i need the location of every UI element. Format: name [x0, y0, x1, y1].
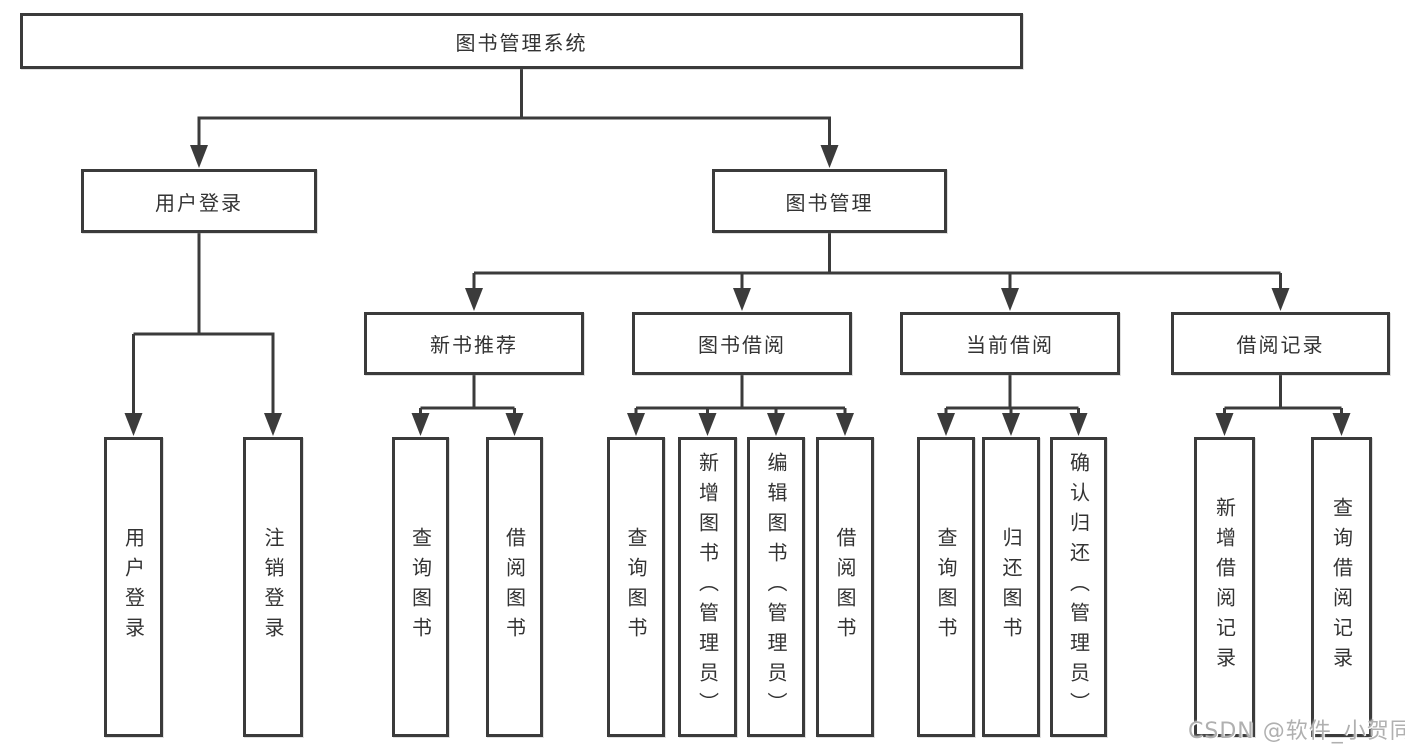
csdn-watermark: CSDN @软件_小贺同学	[1188, 719, 1405, 744]
leaf-label: 注销登录	[261, 527, 285, 647]
arrowhead-icon	[465, 288, 483, 311]
leaf-user-login: 用户登录	[104, 437, 163, 737]
leaf-label: 查询图书	[934, 527, 958, 647]
node-book-borrowing: 图书借阅	[632, 312, 852, 375]
leaf-logout: 注销登录	[243, 437, 303, 737]
arrowhead-icon	[937, 413, 955, 436]
leaf-confirm-return-admin: 确认归还（管理员）	[1050, 437, 1107, 737]
node-label: 图书管理	[785, 190, 874, 215]
leaf-label: 查询借阅记录	[1329, 497, 1354, 677]
arrowhead-icon	[1001, 288, 1019, 311]
node-user-login: 用户登录	[81, 169, 317, 233]
arrowhead-icon	[733, 288, 751, 311]
node-label: 当前借阅	[966, 333, 1054, 357]
leaf-label: 确认归还（管理员）	[1066, 452, 1091, 722]
leaf-return-books: 归还图书	[982, 437, 1040, 737]
arrowhead-icon	[1271, 288, 1290, 311]
leaf-add-borrow-record: 新增借阅记录	[1194, 437, 1255, 737]
leaf-label: 用户登录	[121, 527, 146, 647]
node-label: 用户登录	[155, 190, 243, 215]
arrowhead-icon	[411, 413, 430, 436]
leaf-query-borrow-record: 查询借阅记录	[1311, 437, 1372, 737]
arrowhead-icon	[627, 413, 645, 436]
leaf-label: 借阅图书	[833, 527, 857, 647]
node-new-book-recommendation: 新书推荐	[364, 312, 584, 375]
arrowhead-icon	[190, 145, 208, 168]
arrowhead-icon	[264, 413, 282, 436]
arrowhead-icon	[767, 413, 785, 436]
arrowheads	[124, 145, 1351, 436]
arrowhead-icon	[698, 413, 717, 436]
leaf-label: 编辑图书（管理员）	[764, 452, 788, 722]
node-book-management: 图书管理	[712, 169, 947, 233]
arrowhead-icon	[1215, 413, 1234, 436]
leaf-borrow-books: 借阅图书	[486, 437, 543, 737]
leaf-label: 新增图书（管理员）	[695, 452, 720, 722]
node-label: 新书推荐	[430, 333, 518, 357]
leaf-label: 新增借阅记录	[1212, 497, 1237, 677]
arrowhead-icon	[1069, 413, 1088, 436]
tree-edges	[132, 69, 1343, 416]
arrowhead-icon	[1332, 413, 1351, 436]
leaf-borrow-books: 借阅图书	[816, 437, 874, 737]
leaf-label: 查询图书	[624, 527, 648, 647]
leaf-query-books: 查询图书	[607, 437, 665, 737]
node-label: 借阅记录	[1236, 333, 1325, 357]
node-current-borrowing: 当前借阅	[900, 312, 1120, 375]
node-label: 图书管理系统	[455, 30, 588, 55]
arrowhead-icon	[124, 413, 143, 436]
arrowhead-icon	[820, 145, 839, 168]
node-borrowing-records: 借阅记录	[1171, 312, 1390, 375]
arrowhead-icon	[1002, 413, 1020, 436]
leaf-label: 借阅图书	[502, 527, 527, 647]
leaf-add-book-admin: 新增图书（管理员）	[678, 437, 737, 737]
node-book-management-system: 图书管理系统	[20, 13, 1023, 69]
leaf-query-books: 查询图书	[392, 437, 449, 737]
leaf-label: 查询图书	[408, 527, 433, 647]
arrowhead-icon	[505, 413, 524, 436]
node-label: 图书借阅	[698, 333, 786, 357]
arrowhead-icon	[836, 413, 854, 436]
leaf-query-books: 查询图书	[917, 437, 975, 737]
leaf-label: 归还图书	[999, 527, 1023, 647]
leaf-edit-book-admin: 编辑图书（管理员）	[747, 437, 805, 737]
